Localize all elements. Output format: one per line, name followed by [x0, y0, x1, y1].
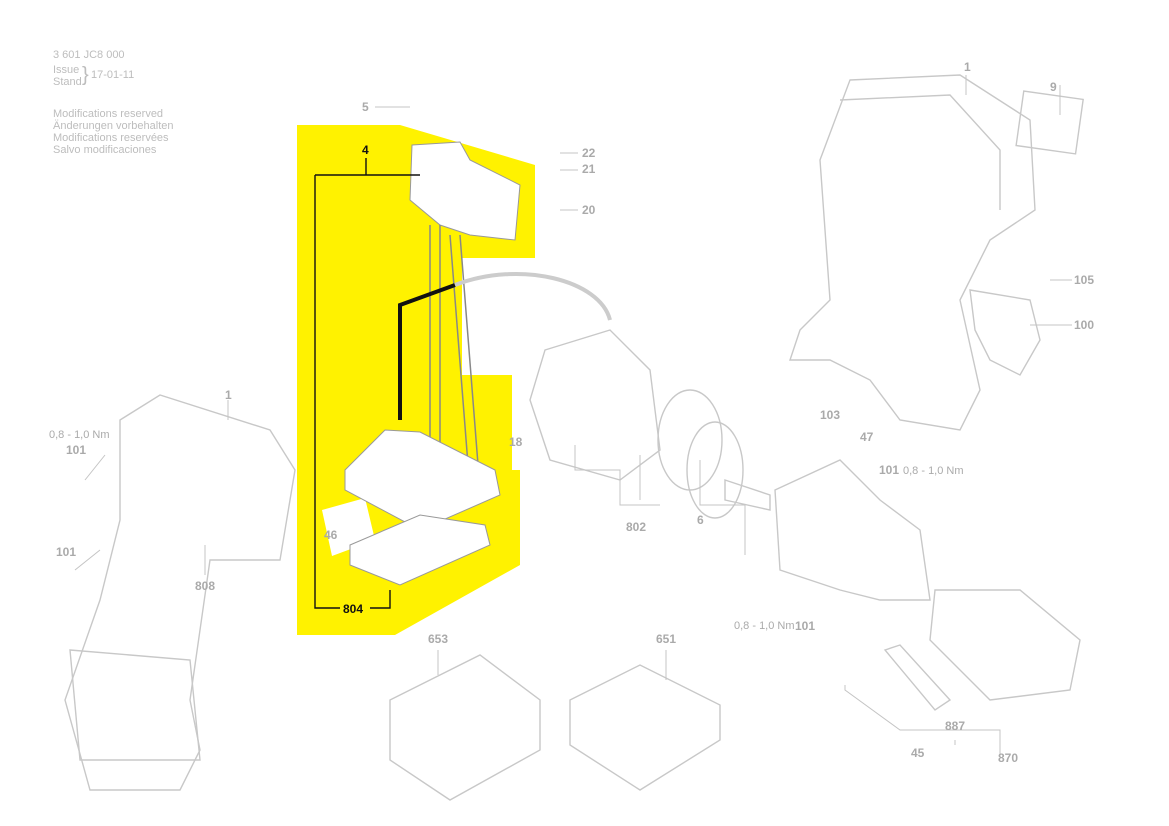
stand-label: Stand — [53, 76, 82, 88]
issue-date: 17-01-11 — [91, 69, 135, 81]
bit-holder — [883, 644, 952, 711]
part-label-804: 804 — [343, 602, 364, 616]
part-label-46: 46 — [324, 528, 338, 542]
part-label-653: 653 — [428, 632, 449, 646]
notice-fr: Modifications reservées — [53, 132, 169, 144]
torque-spec-bottom: 0,8 - 1,0 Nm — [734, 620, 795, 632]
part-label-1-left: 1 — [225, 388, 232, 402]
part-label-9: 9 — [1050, 80, 1057, 94]
torque-spec-left: 0,8 - 1,0 Nm — [49, 429, 110, 441]
part-label-101-d: 101 — [795, 619, 816, 633]
part-label-45: 45 — [911, 746, 925, 760]
label-plate — [1015, 90, 1084, 155]
part-label-808: 808 — [195, 579, 216, 593]
belt-clip — [969, 289, 1041, 376]
part-label-18: 18 — [509, 435, 523, 449]
part-label-6: 6 — [697, 513, 704, 527]
notice-de: Änderungen vorbehalten — [53, 120, 174, 132]
part-label-105: 105 — [1074, 273, 1095, 287]
motor — [529, 329, 771, 519]
part-label-47: 47 — [860, 430, 874, 444]
notice-en: Modifications reserved — [53, 108, 164, 120]
issue-label: Issue — [53, 64, 80, 76]
battery-pack — [569, 664, 721, 791]
part-label-870: 870 — [998, 751, 1019, 765]
part-label-651: 651 — [656, 632, 677, 646]
part-label-103: 103 — [820, 408, 841, 422]
part-label-802: 802 — [626, 520, 647, 534]
notice-es: Salvo modificaciones — [53, 144, 157, 156]
part-label-4: 4 — [362, 143, 369, 157]
part-label-887: 887 — [945, 719, 966, 733]
chuck-sleeve — [929, 589, 1081, 701]
torque-spec-right: 0,8 - 1,0 Nm — [903, 465, 964, 477]
charger — [389, 654, 541, 801]
doc-number: 3 601 JC8 000 — [53, 49, 125, 61]
part-label-101-c: 101 — [879, 463, 900, 477]
switch-assembly — [344, 141, 612, 586]
part-label-101-a: 101 — [66, 443, 87, 457]
part-label-5: 5 — [362, 100, 369, 114]
gear-housing — [774, 459, 931, 601]
part-label-20: 20 — [582, 203, 596, 217]
part-label-100: 100 — [1074, 318, 1095, 332]
brace: } — [82, 64, 89, 86]
part-label-21: 21 — [582, 162, 596, 176]
part-label-1-top: 1 — [964, 60, 971, 74]
housing-half-right — [789, 74, 1036, 431]
part-label-101-b: 101 — [56, 545, 77, 559]
housing-half-left — [64, 394, 296, 791]
part-label-22: 22 — [582, 146, 596, 160]
